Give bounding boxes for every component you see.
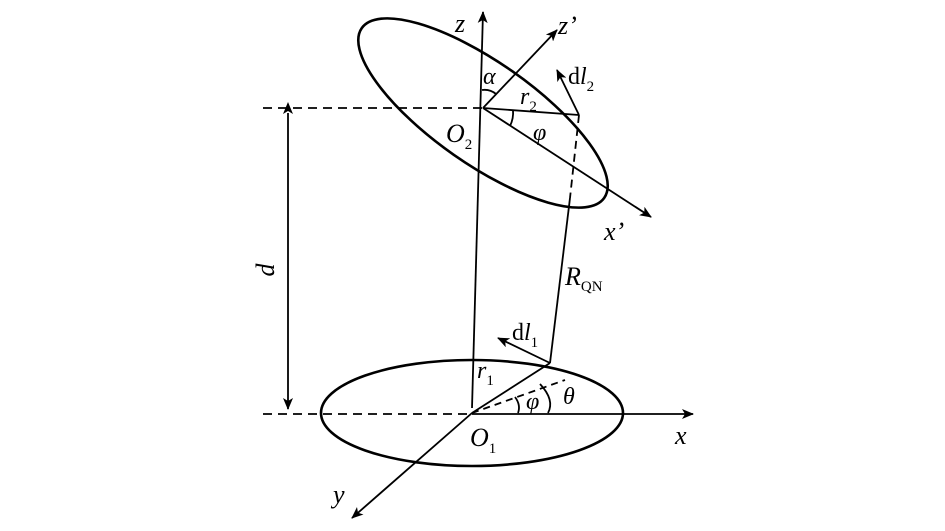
r1-radius-line <box>471 362 551 414</box>
bottom-coil-ellipse <box>319 358 625 468</box>
label-r2: r2 <box>520 84 537 115</box>
dl1-sub: 1 <box>531 335 539 351</box>
dl1-main: l <box>524 320 531 346</box>
r2-radius-line <box>482 107 580 116</box>
O1-sub: 1 <box>489 441 497 457</box>
O2-sub: 2 <box>465 137 473 153</box>
label-O1: O1 <box>470 423 496 457</box>
label-phi-top: φ <box>533 120 546 146</box>
x-prime-axis-line <box>482 107 652 218</box>
dl2-tangent-arrow <box>556 69 580 116</box>
label-r1: r1 <box>477 358 494 389</box>
label-z: z <box>454 9 465 38</box>
label-z-prime: z’ <box>557 11 577 40</box>
alpha-angle-arc <box>481 88 497 95</box>
RQN-main: R <box>564 262 581 291</box>
rqn-distance-line <box>549 197 571 364</box>
label-alpha: α <box>483 64 496 90</box>
dl1-prefix: d <box>512 320 524 346</box>
label-theta: θ <box>563 384 575 410</box>
top-coil-ellipse <box>356 17 610 209</box>
label-y: y <box>330 480 345 509</box>
label-dl1: dl1 <box>512 320 538 351</box>
label-dl2: dl2 <box>568 64 594 95</box>
phi-bottom-angle-arc <box>514 396 520 414</box>
z-axis-line <box>471 11 488 409</box>
dl1-tangent-arrow <box>497 337 551 364</box>
RQN-sub: QN <box>581 279 603 295</box>
y-axis-line <box>351 412 473 519</box>
label-d: d <box>251 263 280 277</box>
z-prime-axis-line <box>482 29 558 109</box>
label-x: x <box>674 421 687 450</box>
r1-sub: 1 <box>486 373 494 389</box>
label-O2: O2 <box>446 119 472 153</box>
O2-main: O <box>446 119 465 148</box>
r2-main: r <box>520 84 530 110</box>
theta-angle-arc <box>539 383 552 414</box>
O1-main: O <box>470 423 489 452</box>
r2-sub: 2 <box>529 99 537 115</box>
r1-main: r <box>477 358 487 384</box>
dl2-prefix: d <box>568 64 580 90</box>
bottom-projection-dashed-line <box>471 379 566 414</box>
label-x-prime: x’ <box>603 217 624 246</box>
dl2-main: l <box>580 64 587 90</box>
label-phi-bottom: φ <box>526 389 539 415</box>
dl2-sub: 2 <box>587 79 595 95</box>
phi-top-angle-arc <box>509 109 514 127</box>
label-RQN: RQN <box>564 262 603 295</box>
projection-dashed-line <box>569 114 580 199</box>
